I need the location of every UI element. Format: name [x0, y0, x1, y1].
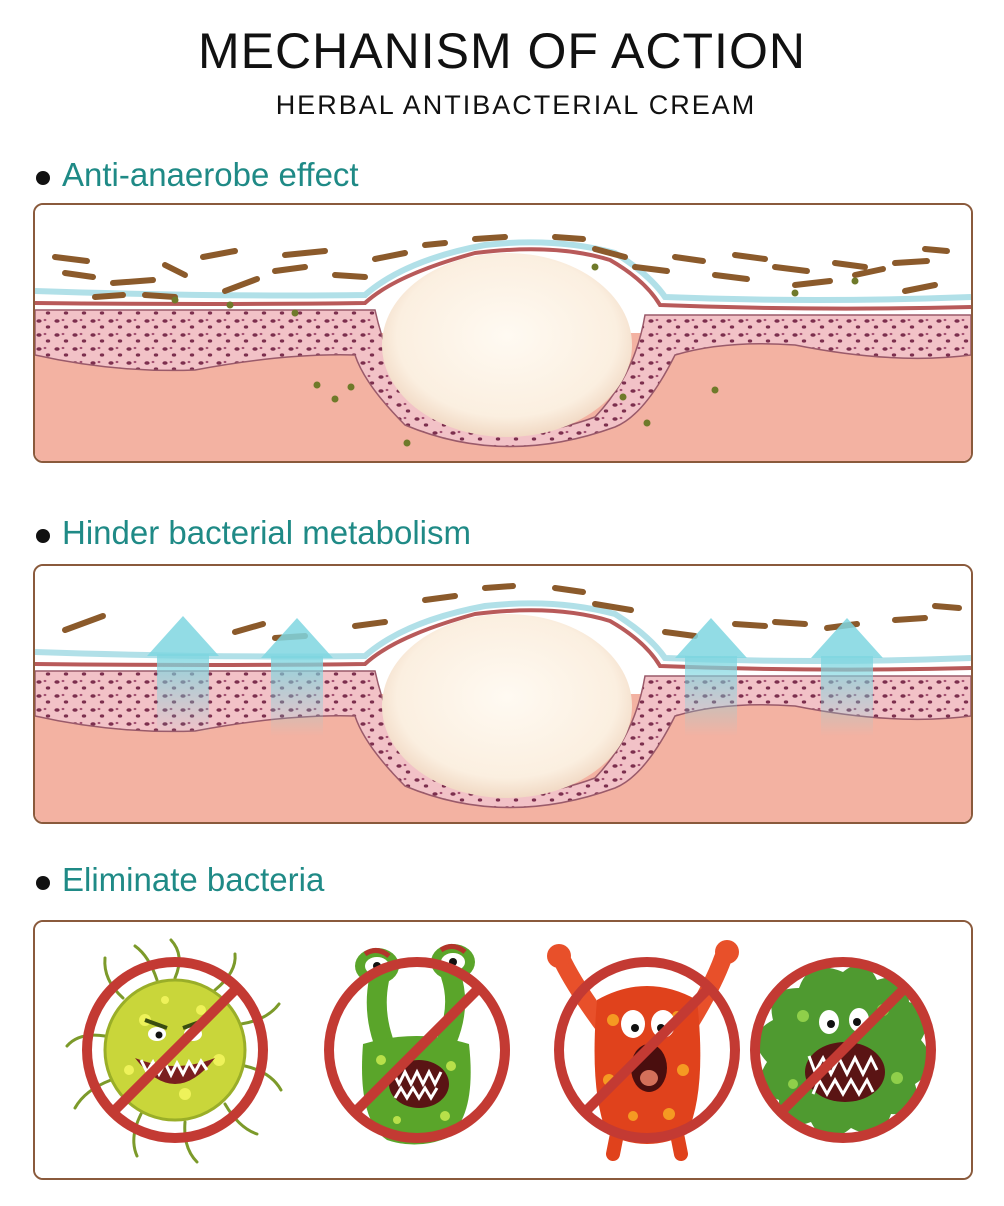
red-germ-icon: [547, 940, 739, 1161]
section-heading-text: Hinder bacterial metabolism: [62, 514, 472, 551]
section-heading-anti-anaerobe: Anti-anaerobe effect: [36, 155, 359, 195]
page-subtitle: HERBAL ANTIBACTERIAL CREAM: [275, 90, 757, 120]
skin-diagram-hinder-metabolism: [33, 564, 973, 824]
prohibition-sign-icon: [82, 957, 268, 1143]
page-title: MECHANISM OF ACTION: [198, 23, 806, 79]
cream-arrow-icon: [147, 616, 883, 736]
prohibition-sign-icon: [750, 957, 936, 1143]
bullet-icon: [36, 171, 50, 185]
germ-elimination-panel: [33, 920, 973, 1180]
prohibition-sign-icon: [554, 957, 740, 1143]
skin-diagram-anti-anaerobe: [33, 203, 973, 463]
section-heading-hinder-metabolism: Hinder bacterial metabolism: [36, 513, 471, 553]
section-heading-text: Eliminate bacteria: [62, 861, 325, 898]
bullet-icon: [36, 529, 50, 543]
bullet-icon: [36, 876, 50, 890]
section-heading-text: Anti-anaerobe effect: [62, 156, 359, 193]
section-heading-eliminate-bacteria: Eliminate bacteria: [36, 860, 324, 900]
prohibition-sign-icon: [324, 957, 510, 1143]
